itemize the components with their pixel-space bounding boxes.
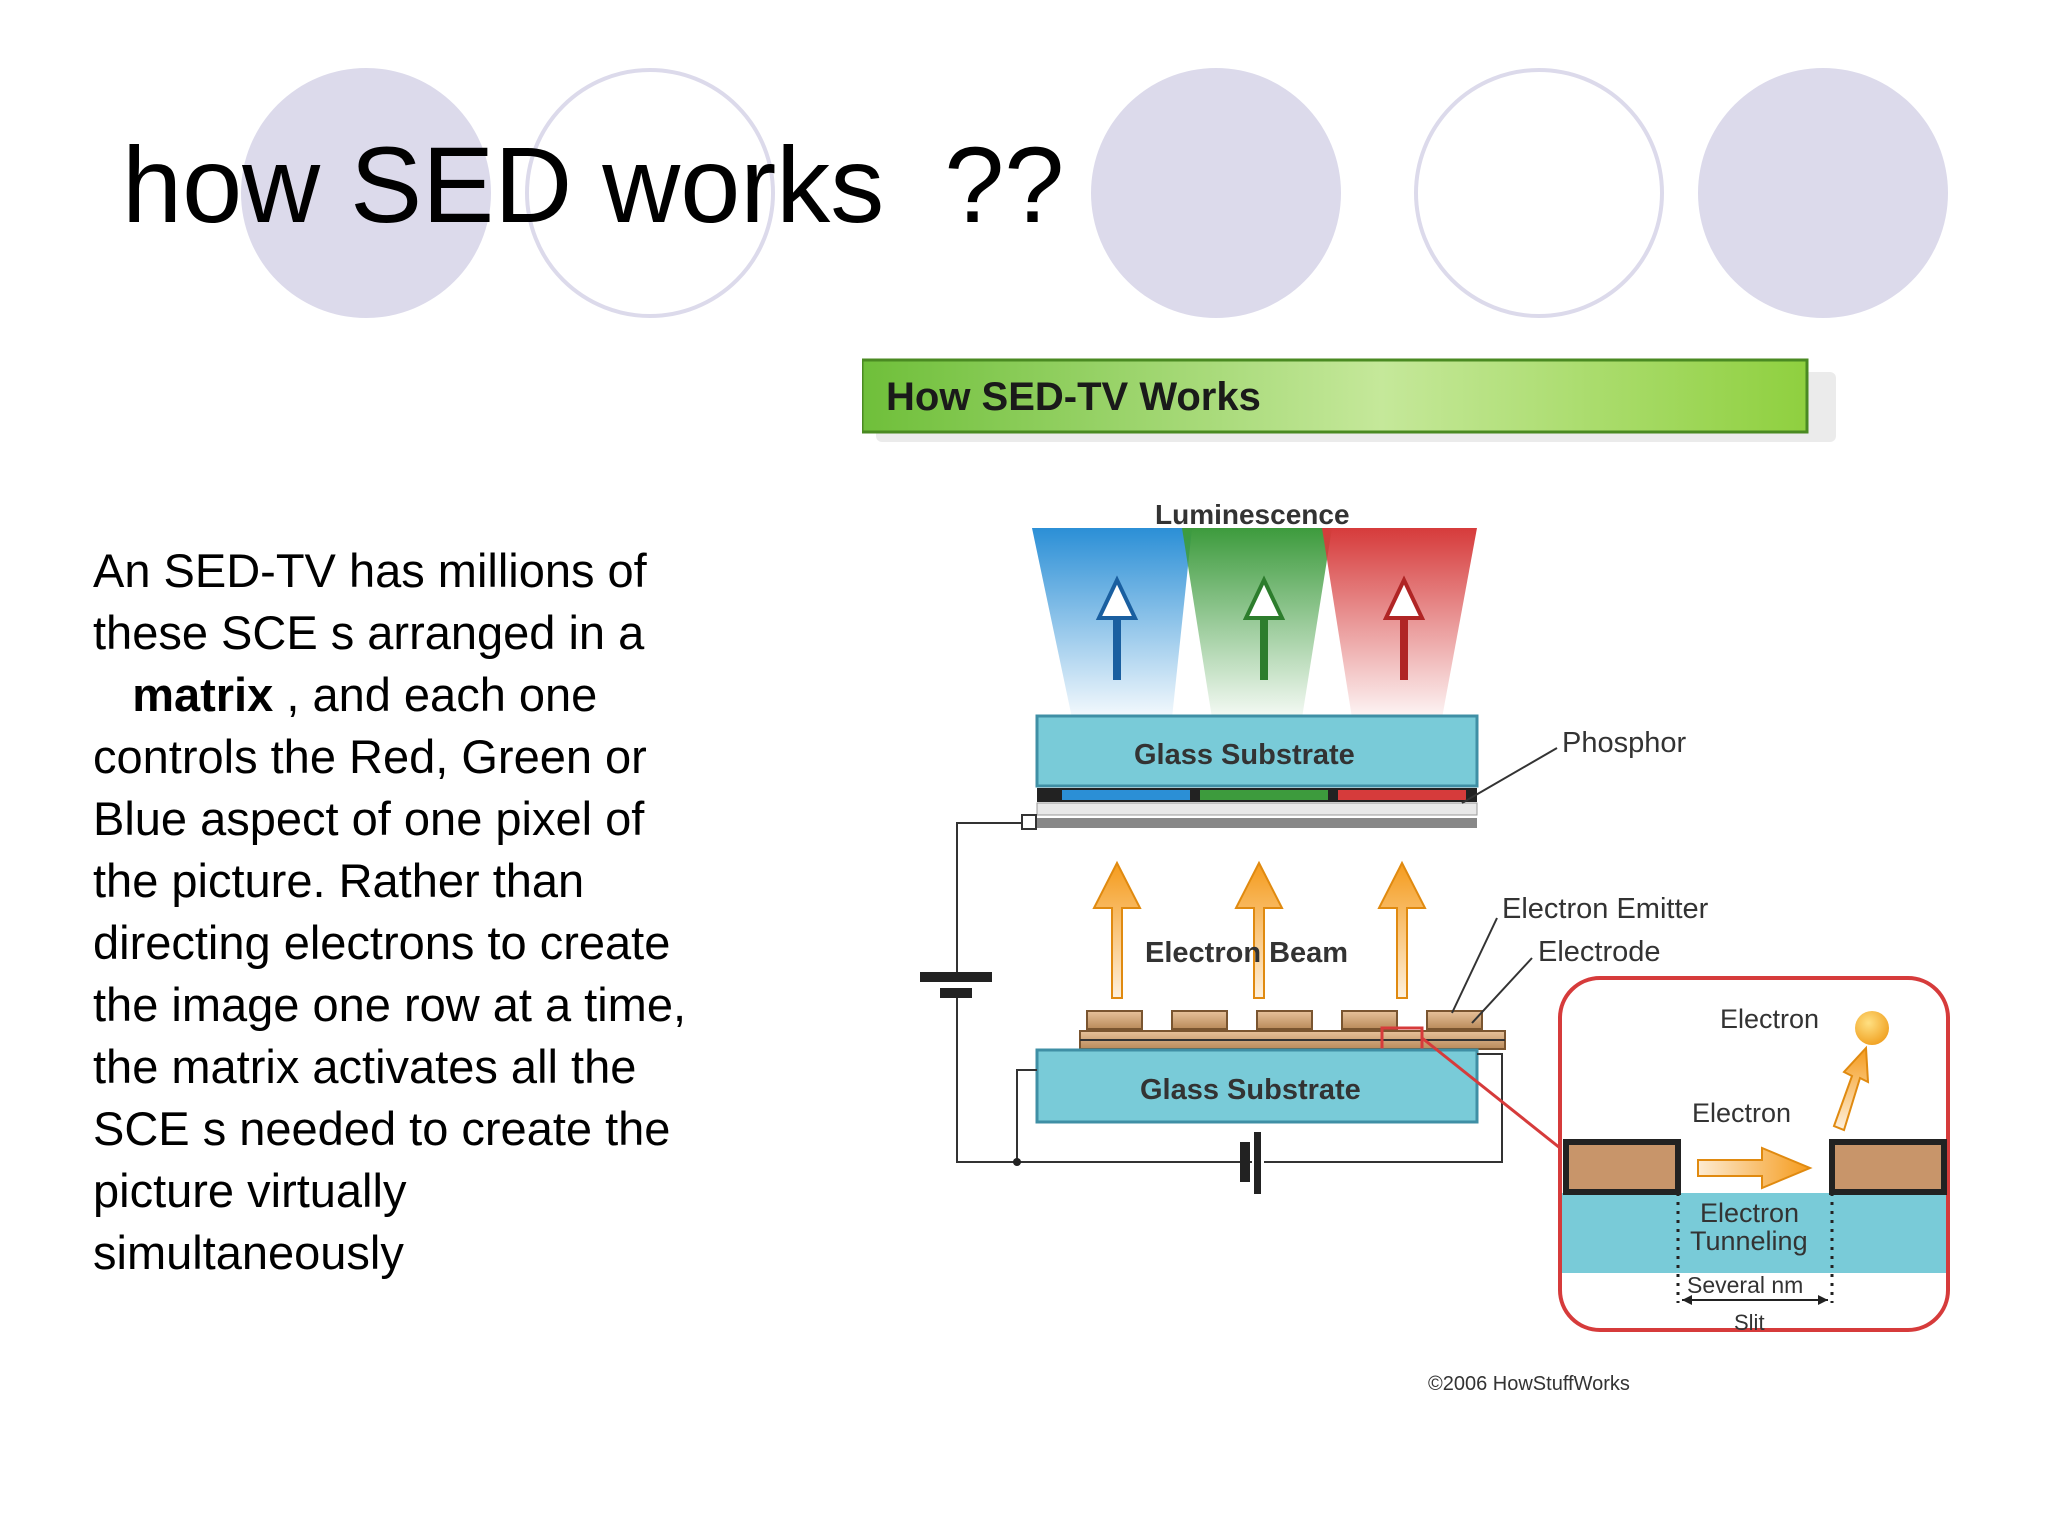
body-line: controls the Red, Green or bbox=[93, 730, 647, 783]
blue-cone bbox=[1032, 528, 1192, 718]
battery-icon bbox=[1240, 1142, 1250, 1182]
electron-beam-label: Electron Beam bbox=[1145, 937, 1348, 969]
green-arrow-icon bbox=[1242, 575, 1286, 680]
body-line: the matrix activates all the bbox=[93, 1040, 637, 1093]
battery-icon bbox=[920, 972, 992, 982]
body-line: directing electrons to create bbox=[93, 916, 671, 969]
indent bbox=[93, 668, 132, 721]
battery-icon bbox=[1254, 1132, 1261, 1194]
sed-tv-diagram: How SED-TV Works Luminescence Glass Subs… bbox=[862, 358, 1950, 1395]
top-glass-substrate: Glass Substrate bbox=[1035, 714, 1479, 828]
body-line: the image one row at a time, bbox=[93, 978, 687, 1031]
banner-title: How SED-TV Works bbox=[886, 375, 1261, 419]
red-cone bbox=[1322, 528, 1477, 718]
circuit-wiring bbox=[956, 814, 1503, 1163]
copyright-label: ©2006 HowStuffWorks bbox=[1428, 1373, 1630, 1395]
electron-ball-icon bbox=[1855, 1011, 1889, 1045]
glass-substrate-bottom-label: Glass Substrate bbox=[1140, 1074, 1361, 1106]
body-line: Blue aspect of one pixel of bbox=[93, 792, 645, 845]
green-cone bbox=[1182, 528, 1332, 718]
battery-icon bbox=[940, 988, 972, 998]
body-line-rest: , and each one bbox=[273, 668, 598, 721]
inset-tunneling-label-1: Electron bbox=[1700, 1198, 1799, 1228]
slide-title: how SED works ?? bbox=[122, 124, 1065, 245]
decorative-circle-5 bbox=[1698, 68, 1948, 318]
diagram-banner: How SED-TV Works bbox=[862, 358, 1836, 442]
decorative-ring-4 bbox=[1414, 68, 1664, 318]
bottom-glass-substrate: Glass Substrate bbox=[1035, 1048, 1479, 1124]
phosphor-green bbox=[1200, 790, 1328, 800]
inset-tunneling-label-2: Tunneling bbox=[1690, 1226, 1808, 1256]
beam-arrow-icon bbox=[1377, 860, 1427, 999]
inset-slit-label: Slit bbox=[1734, 1310, 1765, 1335]
decorative-circle-3 bbox=[1091, 68, 1341, 318]
beam-arrow-icon bbox=[1092, 860, 1142, 999]
body-line: the picture. Rather than bbox=[93, 854, 585, 907]
electron-emitter-label: Electron Emitter bbox=[1502, 893, 1709, 925]
luminescence-cones: Luminescence bbox=[1032, 499, 1477, 718]
inset-several-nm-label: Several nm bbox=[1687, 1272, 1803, 1298]
body-line: An SED-TV has millions of bbox=[93, 544, 647, 597]
decorative-circle-1 bbox=[241, 68, 491, 318]
electron-tunneling-inset: Electron Electron Electron Tunneling Sev… bbox=[1558, 976, 1950, 1335]
emission-arrow-icon bbox=[1832, 1045, 1870, 1132]
body-line: simultaneously bbox=[93, 1226, 404, 1279]
blue-arrow-icon bbox=[1095, 575, 1139, 680]
tunneling-arrow-icon bbox=[1697, 1146, 1813, 1190]
phosphor-red bbox=[1338, 790, 1466, 800]
electrode-label: Electrode bbox=[1538, 936, 1661, 968]
body-line: picture virtually bbox=[93, 1164, 407, 1217]
body-line: SCE s needed to create the bbox=[93, 1102, 671, 1155]
inset-electron-top-label: Electron bbox=[1720, 1004, 1819, 1034]
body-line: these SCE s arranged in a bbox=[93, 606, 645, 659]
inset-electron-mid-label: Electron bbox=[1692, 1098, 1791, 1128]
body-line: matrix , and each one bbox=[93, 664, 793, 726]
bold-term-matrix: matrix bbox=[132, 668, 274, 721]
electron-emitters bbox=[1079, 1010, 1506, 1052]
red-arrow-icon bbox=[1382, 575, 1426, 680]
body-paragraph: An SED-TV has millions of these SCE s ar… bbox=[93, 540, 793, 1284]
luminescence-label: Luminescence bbox=[1155, 499, 1350, 530]
glass-substrate-top-label: Glass Substrate bbox=[1134, 739, 1355, 771]
phosphor-label: Phosphor bbox=[1562, 727, 1686, 759]
decorative-ring-2 bbox=[525, 68, 775, 318]
beam-arrow-icon bbox=[1234, 860, 1284, 999]
electron-beam-arrows: Electron Beam bbox=[1092, 860, 1427, 999]
phosphor-blue bbox=[1062, 790, 1190, 800]
